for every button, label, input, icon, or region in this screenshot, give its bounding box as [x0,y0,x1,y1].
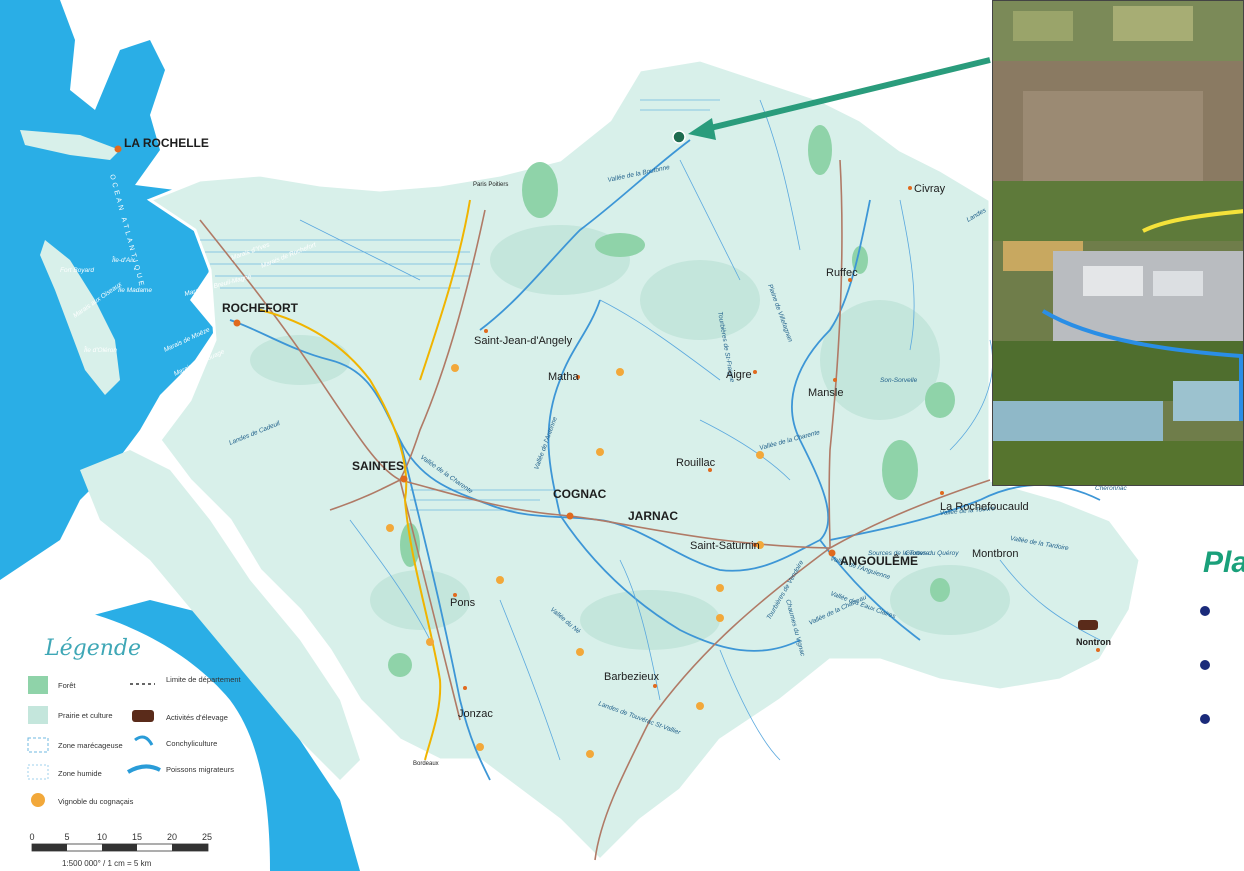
cattle-icon [1078,620,1098,630]
city-label-rouillac: Rouillac [676,457,716,469]
legend-label-marecageuse: Zone marécageuse [58,741,123,750]
area-label: Son-Sorvelle [880,377,918,384]
city-label-rochefort: ROCHEFORT [222,301,299,315]
bullet-dot [1200,714,1210,724]
city-label-aigre: Aigre [726,369,752,381]
highways [259,199,471,761]
slide-title: Pla [1203,546,1244,579]
valley-label: Vallée de la Touvre [940,505,996,517]
antenne-river [547,299,601,516]
area-label: Grottes du Quéroy [905,550,959,557]
city-label-ruffec: Ruffec [826,267,858,279]
pointer-arrow [701,57,991,133]
scale-tick: 25 [202,832,212,842]
road-marker-north: Paris Poitiers [473,182,508,188]
charente-river [229,199,871,572]
legend-label-vignoble: Vignoble du cognaçais [58,797,134,806]
legend-label-humide: Zone humide [58,769,102,778]
ile-oleron [40,240,120,395]
ile-oleron-label: Île d'Oléron [84,345,117,354]
city-label-jonzac: Jonzac [458,708,493,720]
south-strip [80,450,360,780]
fort-boyard-label: Fort Boyard [60,267,94,274]
legend-title: Légende [44,636,141,661]
scale-tick: 5 [64,832,69,842]
city-label-saintes: SAINTES [352,459,404,473]
city-label-saint-jean-dangely: Saint-Jean-d'Angely [474,335,573,347]
seugne-river [399,439,491,781]
bullet-dot [1200,606,1210,616]
forest-patches [388,125,955,677]
vineyard-icons [386,364,764,758]
prairie-patches [250,225,1010,650]
scale-tick: 15 [132,832,142,842]
legend-swatches [27,676,161,807]
ile-re [20,130,120,160]
ile-madame-label: Île Madame [118,285,152,294]
city-label-montbron: Montbron [972,548,1018,560]
scale-bar [31,843,209,852]
scale-tick: 20 [167,832,177,842]
area-label: Sources de la Touvre [868,550,930,557]
legend-label-prairie: Prairie et culture [58,711,113,720]
aerial-photo [992,0,1244,486]
scale-tick: 10 [97,832,107,842]
ne-river [559,514,801,652]
city-label-matha: Matha [548,371,579,383]
city-label-nontron: Nontron [1076,637,1111,647]
city-label-mansle: Mansle [808,387,843,399]
legend-label-poissons: Poissons migrateurs [166,765,234,774]
rivers [229,139,1101,781]
legend-label-conchyliculture: Conchyliculture [166,739,217,748]
legend-label-elevage: Activités d'élevage [166,713,228,722]
city-label-saint-saturnin: Saint-Saturnin [690,540,760,552]
road-marker-south: Bordeaux [413,761,439,767]
ile-aix-label: Île-d'Aix [112,255,136,264]
legend-label-limite: Limite de département [166,675,242,684]
city-label-la-rochelle: LA ROCHELLE [124,136,209,150]
tributaries [299,99,1101,761]
tardoire-river [829,484,1101,541]
bullet-dot [1200,660,1210,670]
city-label-cognac: COGNAC [553,487,607,501]
city-label-jarnac: JARNAC [628,509,678,523]
city-label-pons: Pons [450,597,476,609]
site-marker [672,130,686,144]
boutonne-river [479,139,691,331]
city-label-barbezieux: Barbezieux [604,671,660,683]
area-label: Chéronnac [1095,485,1128,492]
city-label-angouleme: ANGOULÊME [840,553,918,568]
legend-panel [0,600,270,871]
bullet-list [1200,606,1210,768]
city-label-la-rochefoucauld: La Rochefoucauld [940,501,1029,513]
legend-label-foret: Forêt [58,681,76,690]
pointer-arrowhead [688,118,716,140]
city-label-civray: Civray [914,183,946,195]
city-markers [114,145,1100,690]
scale-tick: 0 [29,832,34,842]
scale-caption: 1:500 000° / 1 cm = 5 km [62,859,152,868]
